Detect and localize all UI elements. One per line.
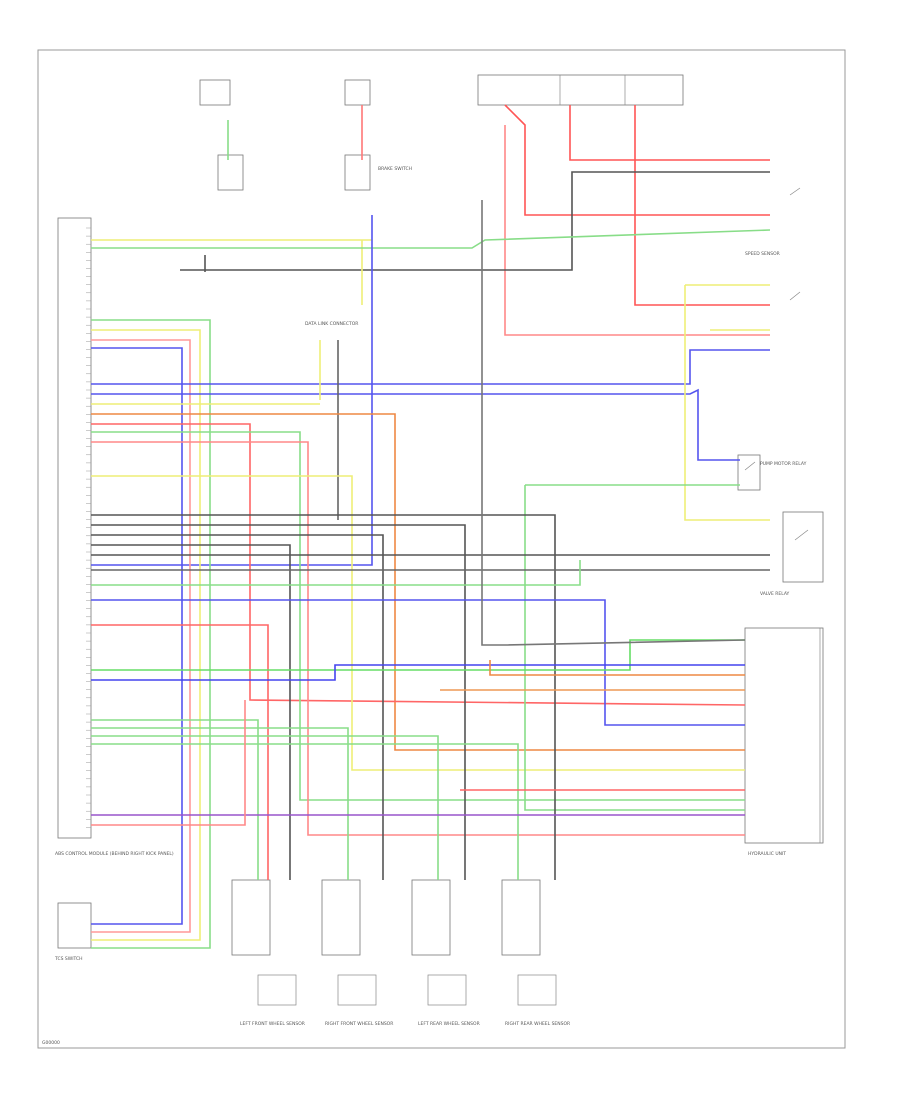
caption-abs-module: ABS CONTROL MODULE (BEHIND RIGHT KICK PA… [55, 851, 174, 857]
caption-sensor-lr: LEFT REAR WHEEL SENSOR [418, 1021, 480, 1027]
wire-green-r8 [91, 639, 745, 671]
hydraulic-unit-box [744, 627, 824, 844]
wire-green-r1 [91, 229, 771, 249]
wheel-sensor-lf-body [257, 974, 297, 1006]
valve-relay-box [782, 511, 824, 583]
wire-green-pump [524, 484, 745, 811]
wire-red-1 [504, 104, 770, 216]
wire-orange-r15 [489, 660, 745, 676]
switch-symbols [744, 187, 809, 541]
caption-hydraulic-unit: HYDRAULIC UNIT [748, 851, 786, 857]
wire-black-b1 [91, 514, 556, 880]
wheel-sensor-rf-body [337, 974, 377, 1006]
caption-pump-relay: PUMP MOTOR RELAY [760, 461, 807, 467]
caption-data-link: DATA LINK CONNECTOR [305, 321, 358, 327]
wire-green-r7 [91, 560, 581, 586]
wheel-sensor-lf-box [231, 879, 271, 956]
caption-sensor-rr: RIGHT REAR WHEEL SENSOR [505, 1021, 570, 1027]
fuse-box-right [477, 74, 684, 106]
abs-module-pins [86, 227, 91, 828]
fuse-box-group [199, 74, 684, 106]
wire-green-r11 [91, 735, 439, 880]
pump-relay-box [737, 454, 761, 491]
wire-black-vertical [481, 200, 746, 646]
caption-valve-relay: VALVE RELAY [760, 591, 790, 597]
wire-yellow-dlc [91, 340, 321, 405]
wire-blue-r3 [91, 349, 770, 385]
wire-blue-r7 [91, 599, 745, 726]
wire-red-r5 [91, 423, 746, 706]
wire-black-b4 [91, 544, 291, 880]
tcs-switch-connector [57, 902, 92, 949]
wire-red-r7 [91, 624, 269, 880]
wire-red-3 [634, 105, 770, 306]
diagram-frame [37, 49, 846, 1049]
wires [91, 104, 771, 949]
wheel-sensor-rf-box [321, 879, 361, 956]
wire-red-4 [504, 125, 770, 336]
switch-contact-1 [789, 187, 801, 196]
wheel-sensor-lr-box [411, 879, 451, 956]
wire-red-2 [569, 105, 770, 161]
wheel-sensor-lr-body [427, 974, 467, 1006]
relay-center [344, 154, 371, 191]
wire-blue-long [91, 215, 373, 566]
wire-green-r5 [91, 431, 745, 801]
wire-green-r10 [91, 727, 349, 880]
wire-black-b3 [91, 534, 384, 880]
wheel-sensor-rr-box [501, 879, 541, 956]
wire-orange-r5 [91, 413, 745, 751]
wire-blue-r2 [91, 347, 183, 925]
fuse-box-center [344, 79, 371, 106]
wire-black-top [180, 171, 770, 271]
caption-tcs-switch: TCS SWITCH [54, 956, 83, 962]
switch-contact-3 [794, 529, 809, 541]
switch-contact-2 [789, 291, 801, 301]
caption-sensor-rf: RIGHT FRONT WHEEL SENSOR [325, 1021, 393, 1027]
wire-pink-r13 [91, 700, 246, 826]
fuse-box-left [199, 79, 231, 106]
wheel-sensor-rr-body [517, 974, 557, 1006]
caption-sensor-lf: LEFT FRONT WHEEL SENSOR [240, 1021, 305, 1027]
wire-pink-r5 [91, 441, 745, 836]
wire-yellow-r2 [91, 329, 201, 941]
wire-yellow-r1 [91, 239, 372, 305]
switch-contact-4 [744, 461, 756, 471]
wire-black-b2 [91, 524, 466, 880]
wire-green-r9 [91, 719, 259, 880]
caption-footer: G00000 [42, 1040, 60, 1046]
wire-blue-r4 [91, 388, 740, 461]
caption-brake-switch: BRAKE SWITCH [378, 166, 412, 172]
wire-yellow-rr [684, 284, 770, 521]
relay-left [217, 154, 244, 191]
wire-yellow-r6 [91, 475, 745, 771]
wire-blue-r8 [91, 664, 745, 681]
wire-pink-r2 [91, 339, 191, 933]
caption-speed-sensor: SPEED SENSOR [745, 251, 780, 257]
wheel-sensor-group [231, 879, 557, 1006]
wire-green-r2 [91, 319, 211, 949]
wire-green-r12 [91, 743, 519, 880]
abs-module-connector [57, 217, 92, 839]
